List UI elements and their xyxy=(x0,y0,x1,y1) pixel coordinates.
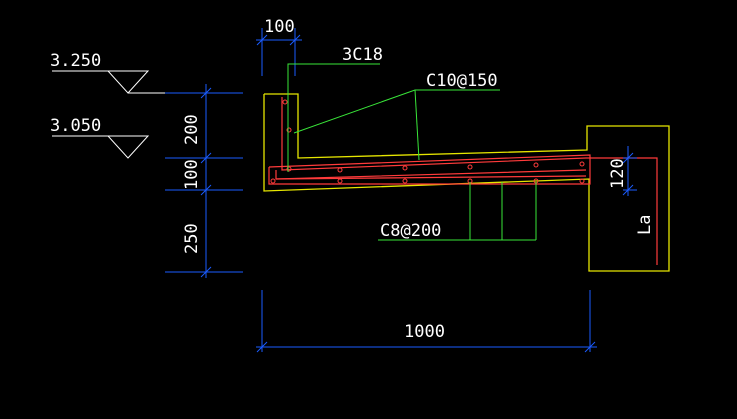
rebar-dots xyxy=(270,99,585,184)
elevation-upper-label: 3.250 xyxy=(50,51,101,71)
leader-main-bars xyxy=(287,63,380,172)
span-dimension xyxy=(256,290,597,353)
concrete-outline xyxy=(263,93,670,272)
dimension-height-upper: 200 xyxy=(182,114,202,145)
rebar-cage xyxy=(268,97,658,265)
anchorage-length-label: La xyxy=(635,215,655,235)
elevation-marker-lower: 3.050 xyxy=(50,116,150,159)
dimension-span-length: 1000 xyxy=(404,322,445,342)
leader-distribution-bars xyxy=(378,182,537,241)
leader-stirrups xyxy=(293,89,500,161)
elevation-marker-upper: 3.250 xyxy=(50,51,210,94)
label-main-bars: 3C18 xyxy=(342,45,383,65)
label-stirrups: C10@150 xyxy=(426,71,498,91)
dimension-top-width: 100 xyxy=(264,17,295,37)
dimension-height-mid: 100 xyxy=(182,159,202,190)
vertical-dimension-chain xyxy=(165,84,243,278)
elevation-lower-label: 3.050 xyxy=(50,116,101,136)
top-width-dimension xyxy=(256,28,302,76)
slab-thickness-dimension xyxy=(622,146,637,196)
dimension-height-lower: 250 xyxy=(182,223,202,254)
label-distribution-bars: C8@200 xyxy=(380,221,441,241)
dimension-slab-thickness: 120 xyxy=(608,158,628,189)
